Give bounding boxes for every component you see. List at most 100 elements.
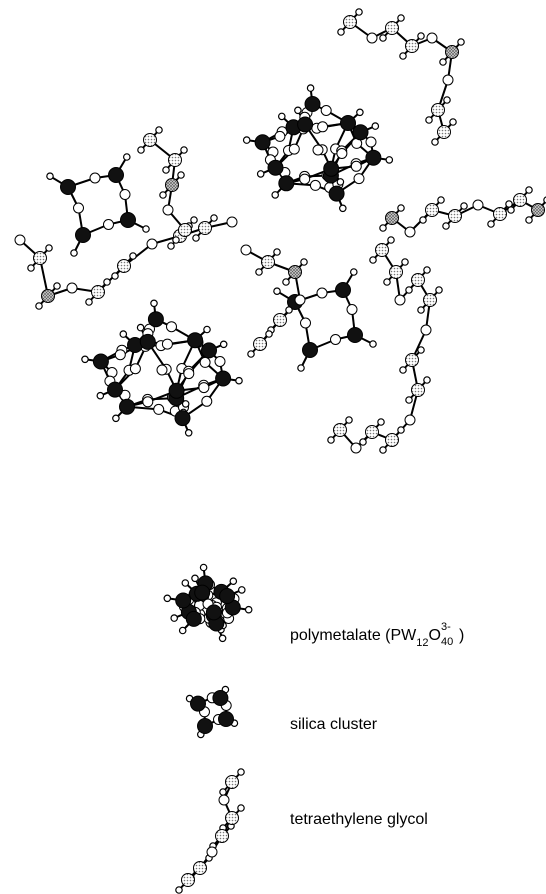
glycol-lower-h-hydrogen-atom bbox=[417, 306, 425, 314]
glycol-left-h-hydrogen-atom bbox=[192, 234, 200, 242]
glycol-mid-h-hydrogen-atom bbox=[265, 330, 273, 338]
cage-top-bridge-oxygen-atom bbox=[320, 105, 332, 116]
cage-bottom-metal-atom bbox=[119, 398, 135, 415]
glycol-right-h-hydrogen-atom bbox=[543, 196, 546, 204]
glycol-top-h-hydrogen-atom bbox=[425, 116, 433, 124]
glycol-lower-carbon-atom bbox=[423, 293, 437, 307]
silane-arm-h-hydrogen-atom bbox=[180, 146, 188, 154]
silica-left-metal-atom bbox=[60, 179, 76, 195]
cage-top-bridge-oxygen-atom bbox=[317, 121, 329, 133]
silane-arm-h-hydrogen-atom bbox=[177, 171, 185, 179]
glycol-top-h-hydrogen-atom bbox=[449, 118, 457, 126]
silica-cluster-label: silica cluster bbox=[290, 715, 377, 735]
legend-polymetalate-icon-terminal-hydrogen-atom bbox=[199, 563, 208, 572]
cage-bottom-terminal-hydrogen-atom bbox=[181, 400, 190, 408]
legend-polymetalate-icon-metal-atom bbox=[185, 610, 202, 627]
cage-bottom-metal-atom bbox=[187, 332, 204, 349]
cage-top-terminal-hydrogen-atom bbox=[277, 112, 286, 121]
cage-top-bridge-oxygen-atom bbox=[274, 130, 286, 142]
cage-top-terminal-hydrogen-atom bbox=[294, 106, 302, 115]
legend-polymetalate-icon-terminal-hydrogen-atom bbox=[170, 614, 179, 622]
glycol-top-h-hydrogen-atom bbox=[457, 38, 465, 46]
glycol-lower-carbon-atom bbox=[365, 425, 379, 439]
legend-glycol-icon-h-hydrogen-atom bbox=[237, 768, 245, 776]
glycol-lower-h-hydrogen-atom bbox=[417, 346, 425, 354]
cage-bottom-terminal-hydrogen-atom bbox=[219, 340, 228, 349]
polymetalate-label-prefix: polymetalate (PW bbox=[290, 627, 417, 644]
silica-cluster-text: silica cluster bbox=[290, 716, 378, 733]
cage-bottom-metal-atom bbox=[107, 381, 123, 398]
glycol-lower-h-hydrogen-atom bbox=[397, 426, 405, 434]
glycol-lower-carbon-atom bbox=[333, 423, 347, 437]
silica-center-metal-atom bbox=[335, 282, 351, 298]
cage-top-center-oxygen-atom bbox=[312, 144, 324, 156]
glycol-lower-carbon-atom bbox=[375, 243, 389, 257]
cage-bottom-bridge-oxygen-atom bbox=[166, 321, 177, 333]
cage-top-metal-atom bbox=[304, 96, 321, 112]
glycol-top-h-hydrogen-atom bbox=[379, 34, 387, 42]
glycol-right-h-hydrogen-atom bbox=[507, 206, 515, 214]
glycol-right-carbon-atom bbox=[448, 209, 462, 223]
cage-bottom-bridge-oxygen-atom bbox=[201, 395, 213, 407]
cage-bottom-bridge-oxygen-atom bbox=[153, 403, 165, 415]
legend-polymetalate-icon-terminal-hydrogen-atom bbox=[181, 579, 190, 587]
cage-top-metal-atom bbox=[278, 175, 295, 192]
cage-bottom-terminal-hydrogen-atom bbox=[81, 355, 89, 364]
glycol-left-carbon-atom bbox=[33, 251, 47, 265]
glycol-mid-oxygen-atom bbox=[240, 244, 252, 256]
glycol-left-oxygen-atom bbox=[66, 282, 78, 294]
glycol-lower-h-hydrogen-atom bbox=[377, 418, 385, 426]
legend-glycol-icon-carbon-atom bbox=[215, 829, 229, 843]
silane-arm-silicon-atom bbox=[165, 178, 179, 192]
cage-top-metal-atom bbox=[352, 124, 369, 141]
glycol-right-h-hydrogen-atom bbox=[442, 222, 450, 230]
cage-bottom-bridge-oxygen-atom bbox=[161, 338, 173, 350]
glycol-right-silicon-atom bbox=[385, 211, 399, 225]
glycol-lower-h-hydrogen-atom bbox=[369, 256, 377, 264]
glycol-top-h-hydrogen-atom bbox=[399, 52, 407, 60]
silica-center-metal-atom bbox=[302, 342, 318, 358]
glycol-left-carbon-atom bbox=[117, 259, 131, 273]
glycol-mid-carbon-atom bbox=[261, 255, 275, 269]
legend-glycol-icon-h-hydrogen-atom bbox=[219, 788, 227, 796]
glycol-lower-h-hydrogen-atom bbox=[401, 258, 409, 266]
cage-top-bridge-oxygen-atom bbox=[309, 179, 321, 191]
glycol-left-h-hydrogen-atom bbox=[129, 252, 137, 260]
silane-arm-h-hydrogen-atom bbox=[159, 191, 167, 199]
cage-bottom-bridge-oxygen-atom bbox=[129, 363, 141, 375]
cage-bottom-metal-atom bbox=[174, 410, 191, 427]
cage-bottom-terminal-hydrogen-atom bbox=[112, 414, 120, 423]
glycol-right-h-hydrogen-atom bbox=[525, 186, 533, 194]
glycol-mid-h-hydrogen-atom bbox=[282, 278, 290, 286]
glycol-top-carbon-atom bbox=[405, 39, 419, 53]
legend-polymetalate-icon-terminal-hydrogen-atom bbox=[163, 594, 172, 603]
glycol-mid-h-hydrogen-atom bbox=[255, 268, 263, 276]
silica-left-bridge-oxygen-atom bbox=[103, 219, 114, 230]
silica-left-terminal-hydrogen-atom bbox=[142, 225, 150, 233]
glycol-top-carbon-atom bbox=[343, 15, 357, 29]
cage-top-metal-atom bbox=[323, 160, 340, 177]
glycol-left-oxygen-atom bbox=[14, 234, 26, 246]
legend-polymetalate-icon-metal-atom bbox=[205, 604, 222, 621]
glycol-left-silicon-atom bbox=[41, 289, 55, 303]
cage-top-terminal-hydrogen-atom bbox=[242, 136, 251, 144]
polymetalate-label-suffix: ) bbox=[458, 627, 465, 644]
glycol-right-h-hydrogen-atom bbox=[437, 196, 445, 204]
glycol-left-oxygen-atom bbox=[226, 216, 238, 228]
silica-center-bridge-oxygen-atom bbox=[300, 317, 311, 329]
silica-center-terminal-hydrogen-atom bbox=[273, 287, 281, 296]
glycol-right-h-hydrogen-atom bbox=[487, 220, 495, 228]
glycol-lower-carbon-atom bbox=[411, 383, 425, 397]
glycol-mid-h-hydrogen-atom bbox=[273, 248, 281, 256]
silica-left-bridge-oxygen-atom bbox=[89, 172, 101, 184]
silica-left-metal-atom bbox=[108, 167, 124, 183]
glycol-right-carbon-atom bbox=[425, 203, 439, 217]
cage-top-terminal-hydrogen-atom bbox=[256, 170, 265, 178]
silane-arm-h-hydrogen-atom bbox=[190, 216, 198, 224]
glycol-lower-carbon-atom bbox=[389, 265, 403, 279]
legend-polymetalate-icon-terminal-hydrogen-atom bbox=[229, 577, 238, 586]
silica-center-terminal-hydrogen-atom bbox=[297, 364, 305, 372]
silica-left-bridge-oxygen-atom bbox=[119, 189, 131, 200]
glycol-lower-h-hydrogen-atom bbox=[379, 446, 387, 454]
